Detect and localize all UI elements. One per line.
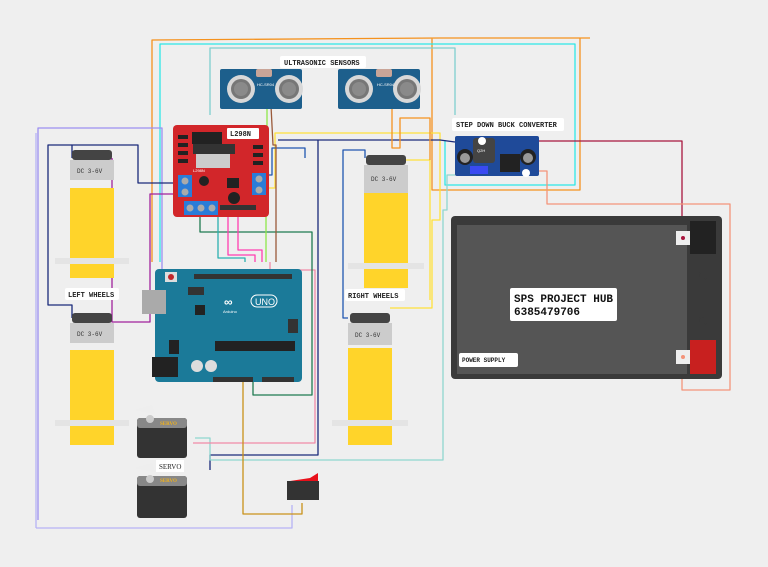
arduino-analog-header <box>262 377 294 382</box>
ultrasonic-sensors[interactable]: ULTRASONIC SENSORS HC-SR04 HC-SR04 <box>220 56 421 109</box>
ultrasonic-sensor-1[interactable]: HC-SR04 <box>220 69 303 109</box>
ultrasonic-label-bg <box>280 56 366 68</box>
buck-label: STEP DOWN BUCK CONVERTER <box>456 122 558 130</box>
hub-name: SPS PROJECT HUB <box>514 294 613 306</box>
wire-lavender-bottom[interactable] <box>35 133 293 529</box>
wire-gold-switch[interactable] <box>242 378 303 515</box>
servo-brand-bottom: SERVO <box>160 479 177 484</box>
arduino-power-header <box>213 377 253 382</box>
wire-orange-top[interactable] <box>151 37 590 262</box>
terminal-out3-out4[interactable] <box>252 173 266 195</box>
l298n-driver[interactable]: L298N L298N <box>173 125 269 217</box>
wire-pink-servo[interactable] <box>193 262 316 444</box>
motor-rating-rb: DC 3-6V <box>355 332 381 339</box>
battery-positive-terminal-cover <box>690 340 716 374</box>
left-motor-bottom[interactable]: DC 3-6V <box>55 313 129 445</box>
wire-cyan-top[interactable] <box>159 43 576 262</box>
arduino-logo: ∞ <box>224 295 233 309</box>
driver-label: L298N <box>230 131 251 139</box>
wire-brown-sensor[interactable] <box>270 105 277 262</box>
motor-rating-lt: DC 3-6V <box>77 168 103 175</box>
motor-rating-rt: DC 3-6V <box>371 176 397 183</box>
servo-top[interactable]: SERVO <box>135 405 187 458</box>
wire-teal-sensor-frame[interactable] <box>209 47 456 115</box>
wire-blue-right-motor[interactable] <box>268 147 366 319</box>
rocker-switch[interactable] <box>287 473 319 500</box>
wire-green-arduino[interactable] <box>199 216 313 396</box>
power-supply-label: POWER SUPPLY <box>462 357 506 364</box>
wire-crimson-battery-positive[interactable] <box>537 140 683 238</box>
right-motor-bottom[interactable]: DC 3-6V <box>332 313 408 445</box>
right-motor-top[interactable]: DC 3-6V <box>348 155 424 288</box>
ultrasonic-sensor-2[interactable]: HC-SR04 <box>338 69 421 109</box>
arduino-power-jack <box>152 357 178 377</box>
buck-label-bg <box>452 118 564 131</box>
arduino-uno[interactable]: ∞ UNO Arduino <box>142 269 302 382</box>
motor-rating-lb: DC 3-6V <box>77 331 103 338</box>
power-supply-label-bg <box>459 353 518 367</box>
servo-label: SERVO <box>159 463 181 471</box>
hub-label-bg <box>510 288 617 321</box>
wire-salmon-battery-negative[interactable] <box>537 170 731 391</box>
arduino-brand: Arduino <box>223 309 238 314</box>
wire-teal-long[interactable] <box>195 174 455 461</box>
right-wheels-label: RIGHT WHEELS <box>348 293 398 301</box>
wire-navy-left-motor-top[interactable] <box>71 144 178 184</box>
hub-phone: 6385479706 <box>514 307 580 319</box>
battery-negative-terminal-cover <box>690 221 716 254</box>
driver-label-bg <box>227 128 259 139</box>
wire-navy-left-motor-bottom[interactable] <box>47 144 73 318</box>
battery-plus-icon: ⊕ <box>697 313 709 329</box>
left-wheels-label: LEFT WHEELS <box>68 292 114 300</box>
terminal-out1-out2[interactable] <box>178 175 192 197</box>
power-supply-battery[interactable]: ⊖ ⊕ SPS PROJECT HUB 6385479706 POWER SUP… <box>451 216 722 379</box>
wire-navy-gnd[interactable] <box>209 139 456 470</box>
wire-orange-sensor[interactable] <box>391 106 431 160</box>
wire-teal-header[interactable] <box>217 210 246 262</box>
servo-bottom[interactable]: SERVO <box>135 463 187 518</box>
ultrasonic-label: ULTRASONIC SENSORS <box>284 60 360 68</box>
wire-hotpink-header[interactable] <box>227 210 263 262</box>
sensor-model-1: HC-SR04 <box>257 82 275 87</box>
servo-label-bg <box>156 460 184 472</box>
left-motor-top[interactable]: DC 3-6V <box>55 150 129 278</box>
arduino-usb <box>142 290 166 314</box>
sensor-model-2: HC-SR04 <box>377 82 395 87</box>
left-wheels-label-bg <box>65 288 119 300</box>
servo-brand-top: SERVO <box>160 422 177 427</box>
driver-chip-label: L298N <box>193 168 205 173</box>
right-wheels-label-bg <box>345 289 405 301</box>
battery-minus-icon: ⊖ <box>697 268 709 284</box>
buck-converter[interactable]: STEP DOWN BUCK CONVERTER Q2H <box>452 118 564 177</box>
buck-inductor-label: Q2H <box>477 148 485 153</box>
arduino-model: UNO <box>255 297 275 307</box>
arduino-digital-header <box>194 274 292 279</box>
